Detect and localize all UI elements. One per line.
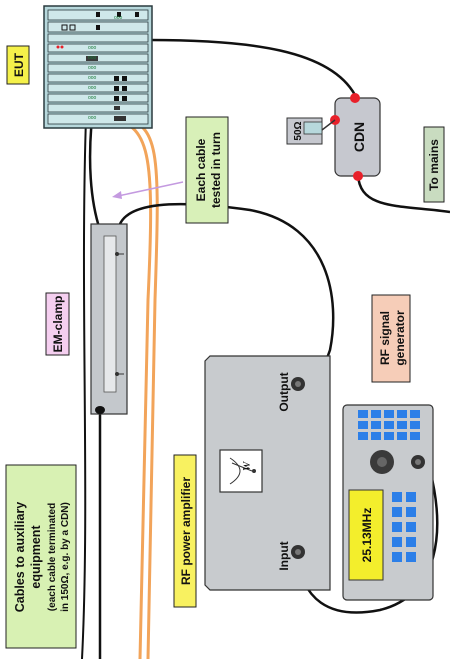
resistor-text: 50Ω	[293, 121, 304, 140]
rf-amplifier-label: RF power amplifier	[173, 454, 197, 608]
eut-text: EUT	[12, 52, 26, 77]
em-clamp-text: EM-clamp	[51, 296, 65, 353]
keypad-bottom-icon	[392, 492, 416, 562]
meter-icon: W	[219, 449, 263, 493]
input-text: Input	[277, 541, 291, 570]
rf-amplifier-text: RF power amplifier	[179, 477, 193, 585]
svg-text:ooo: ooo	[114, 15, 123, 21]
em-clamp	[90, 223, 128, 415]
eut-rack: ooo ooo ooo ooo ooo ooo ooo ooo	[43, 5, 153, 129]
each-cable-label: Each cable tested in turn	[185, 116, 229, 224]
cables-aux-line2: equipment	[29, 525, 43, 589]
clamp-hole-bottom	[95, 406, 105, 414]
cdn-text: CDN	[351, 122, 367, 152]
resistor-50-ohm: 50Ω	[286, 117, 336, 145]
mains-cable	[356, 174, 450, 214]
svg-text:ooo: ooo	[88, 65, 97, 71]
svg-text:ooo: ooo	[88, 55, 97, 61]
rf-amplifier: Output Input W	[204, 355, 331, 591]
em-clamp-label: EM-clamp	[45, 292, 70, 356]
each-cable-line1: Each cable	[194, 138, 208, 201]
svg-text:ooo: ooo	[88, 115, 97, 121]
indicator-arrow	[112, 181, 184, 199]
cdn-cable	[149, 38, 357, 96]
mains-text: To mains	[427, 139, 441, 191]
rf-generator-line2: generator	[393, 310, 407, 366]
eut-label: EUT	[6, 45, 30, 85]
eut-cable-left	[81, 117, 87, 659]
rf-generator: 25.13MHz	[342, 404, 434, 601]
cdn-port-bottom	[353, 171, 363, 181]
cables-aux-line4: in 150Ω, e.g. by a CDN)	[60, 502, 71, 612]
svg-text:W: W	[241, 461, 253, 471]
output-text: Output	[277, 372, 291, 411]
cdn-box: CDN	[330, 93, 381, 181]
cables-aux-label: Cables to auxiliary equipment (each cabl…	[5, 464, 77, 649]
cdn-port-top	[350, 93, 360, 103]
rf-generator-line1: RF signal	[378, 311, 392, 365]
cables-aux-line3: (each cable terminated	[47, 503, 58, 611]
frequency-display: 25.13MHz	[348, 489, 384, 581]
cables-aux-line1: Cables to auxiliary	[13, 502, 27, 613]
each-cable-line2: tested in turn	[209, 132, 223, 208]
rf-generator-label: RF signal generator	[371, 294, 411, 383]
svg-text:ooo: ooo	[88, 45, 97, 51]
mains-label: To mains	[423, 126, 445, 203]
svg-text:ooo: ooo	[88, 85, 97, 91]
frequency-text: 25.13MHz	[360, 508, 374, 563]
keypad-top-icon	[358, 410, 420, 440]
svg-text:ooo: ooo	[88, 95, 97, 101]
svg-text:ooo: ooo	[88, 75, 97, 81]
